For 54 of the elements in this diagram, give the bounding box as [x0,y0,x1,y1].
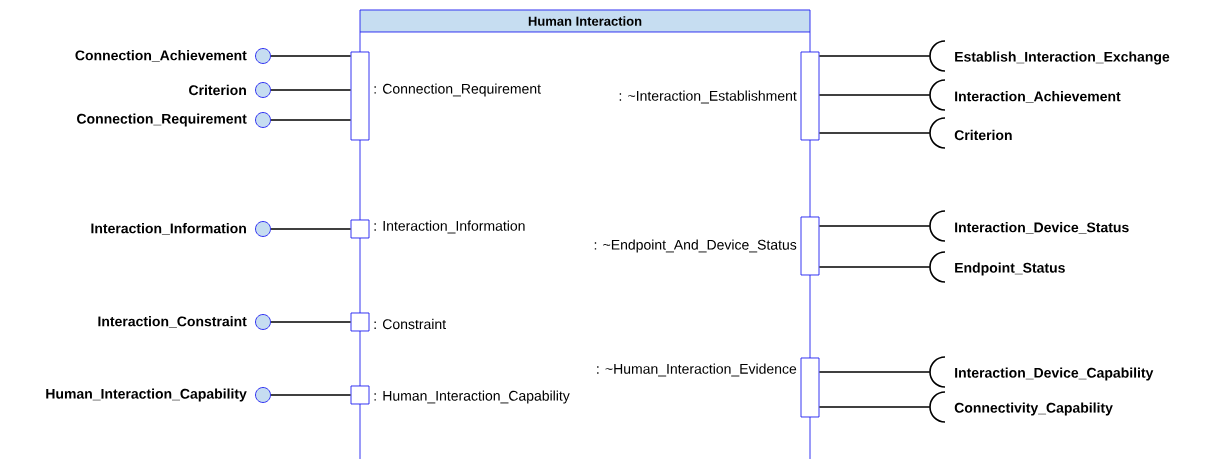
connector-line [818,55,931,57]
connector-line [270,55,352,57]
port-label: : ~Human_Interaction_Evidence [597,363,797,377]
connector-line [818,266,931,268]
interface-label: Interaction_Device_Status [955,222,1129,234]
connector-line [818,225,931,227]
socket-symbol [929,391,946,423]
interface-label: Interaction_Achievement [955,91,1121,103]
interface-label: Endpoint_Status [955,262,1065,276]
interface-label: Interaction_Constraint [98,316,247,328]
interface-label: Human_Interaction_Capability [46,388,247,402]
port-box [800,216,820,276]
connector-line [270,119,352,121]
interface-circle [255,112,271,128]
port-box [800,357,820,418]
socket-symbol [929,251,946,283]
port-label: : Human_Interaction_Capability [374,390,570,404]
interface-label: Connectivity_Capability [954,402,1113,416]
socket-symbol [929,356,946,388]
port-label: : ~Interaction_Establishment [619,90,797,104]
interface-label: Criterion [189,84,246,96]
connector-line [270,228,352,230]
interface-label: Establish_Interaction_Exchange [955,51,1170,65]
port-box [350,312,370,332]
port-label: : Interaction_Information [374,220,525,234]
connector-line [818,132,931,134]
interface-label: Connection_Requirement [77,113,247,127]
port-box [350,51,370,141]
port-label: : Constraint [374,318,446,330]
connector-line [818,94,931,96]
port-box [800,51,820,141]
interface-label: Interaction_Information [91,223,246,235]
interface-label: Criterion [954,129,1012,141]
interface-circle [255,221,271,237]
interface-label: Interaction_Device_Capability [955,367,1154,381]
interface-circle [255,387,271,403]
port-label: : Connection_Requirement [374,83,541,97]
socket-symbol [929,210,946,242]
interface-circle [255,82,271,98]
component-header: Human Interaction [359,9,811,33]
interface-label: Connection_Achievement [75,50,247,62]
connector-line [270,89,352,91]
connector-line [818,406,931,408]
socket-symbol [929,117,946,149]
connector-line [270,394,352,396]
interface-circle [255,314,271,330]
interface-circle [255,48,271,64]
socket-symbol [929,40,946,72]
connector-line [818,371,931,373]
port-box [350,385,370,405]
port-label: : ~Endpoint_And_Device_Status [594,239,797,253]
connector-line [270,321,352,323]
port-box [350,219,370,239]
socket-symbol [929,79,946,111]
